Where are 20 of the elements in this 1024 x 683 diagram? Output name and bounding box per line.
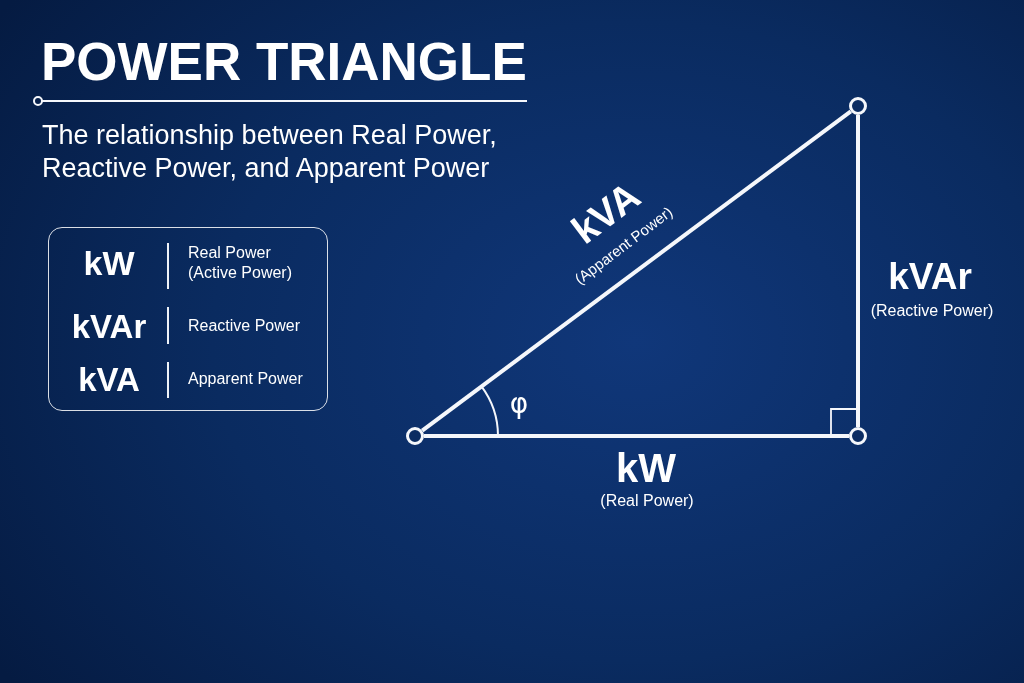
unit-description: Real Power (Active Power): [188, 243, 294, 283]
subtitle: The relationship between Real Power, Reactive Power, and Apparent Power: [42, 119, 498, 185]
vertex-circle: [849, 427, 867, 445]
unit-table: [48, 227, 328, 411]
side-label: kVAr: [888, 256, 972, 298]
unit-symbol: kVA: [78, 362, 140, 396]
unit-symbol: kVAr: [71, 309, 147, 343]
title: POWER TRIANGLE: [41, 35, 527, 88]
triangle-side: [424, 434, 849, 438]
vertex-circle: [406, 427, 424, 445]
angle-symbol: φ: [509, 388, 529, 420]
triangle-side: [856, 115, 860, 427]
side-caption: (Reactive Power): [870, 302, 994, 320]
side-caption: (Real Power): [600, 492, 694, 510]
side-label: kW: [616, 445, 676, 491]
unit-description: Reactive Power: [188, 316, 301, 336]
triangle-side: [421, 109, 852, 433]
unit-description: Apparent Power: [188, 369, 303, 389]
vertex-circle: [849, 97, 867, 115]
unit-symbol: kW: [83, 246, 135, 280]
